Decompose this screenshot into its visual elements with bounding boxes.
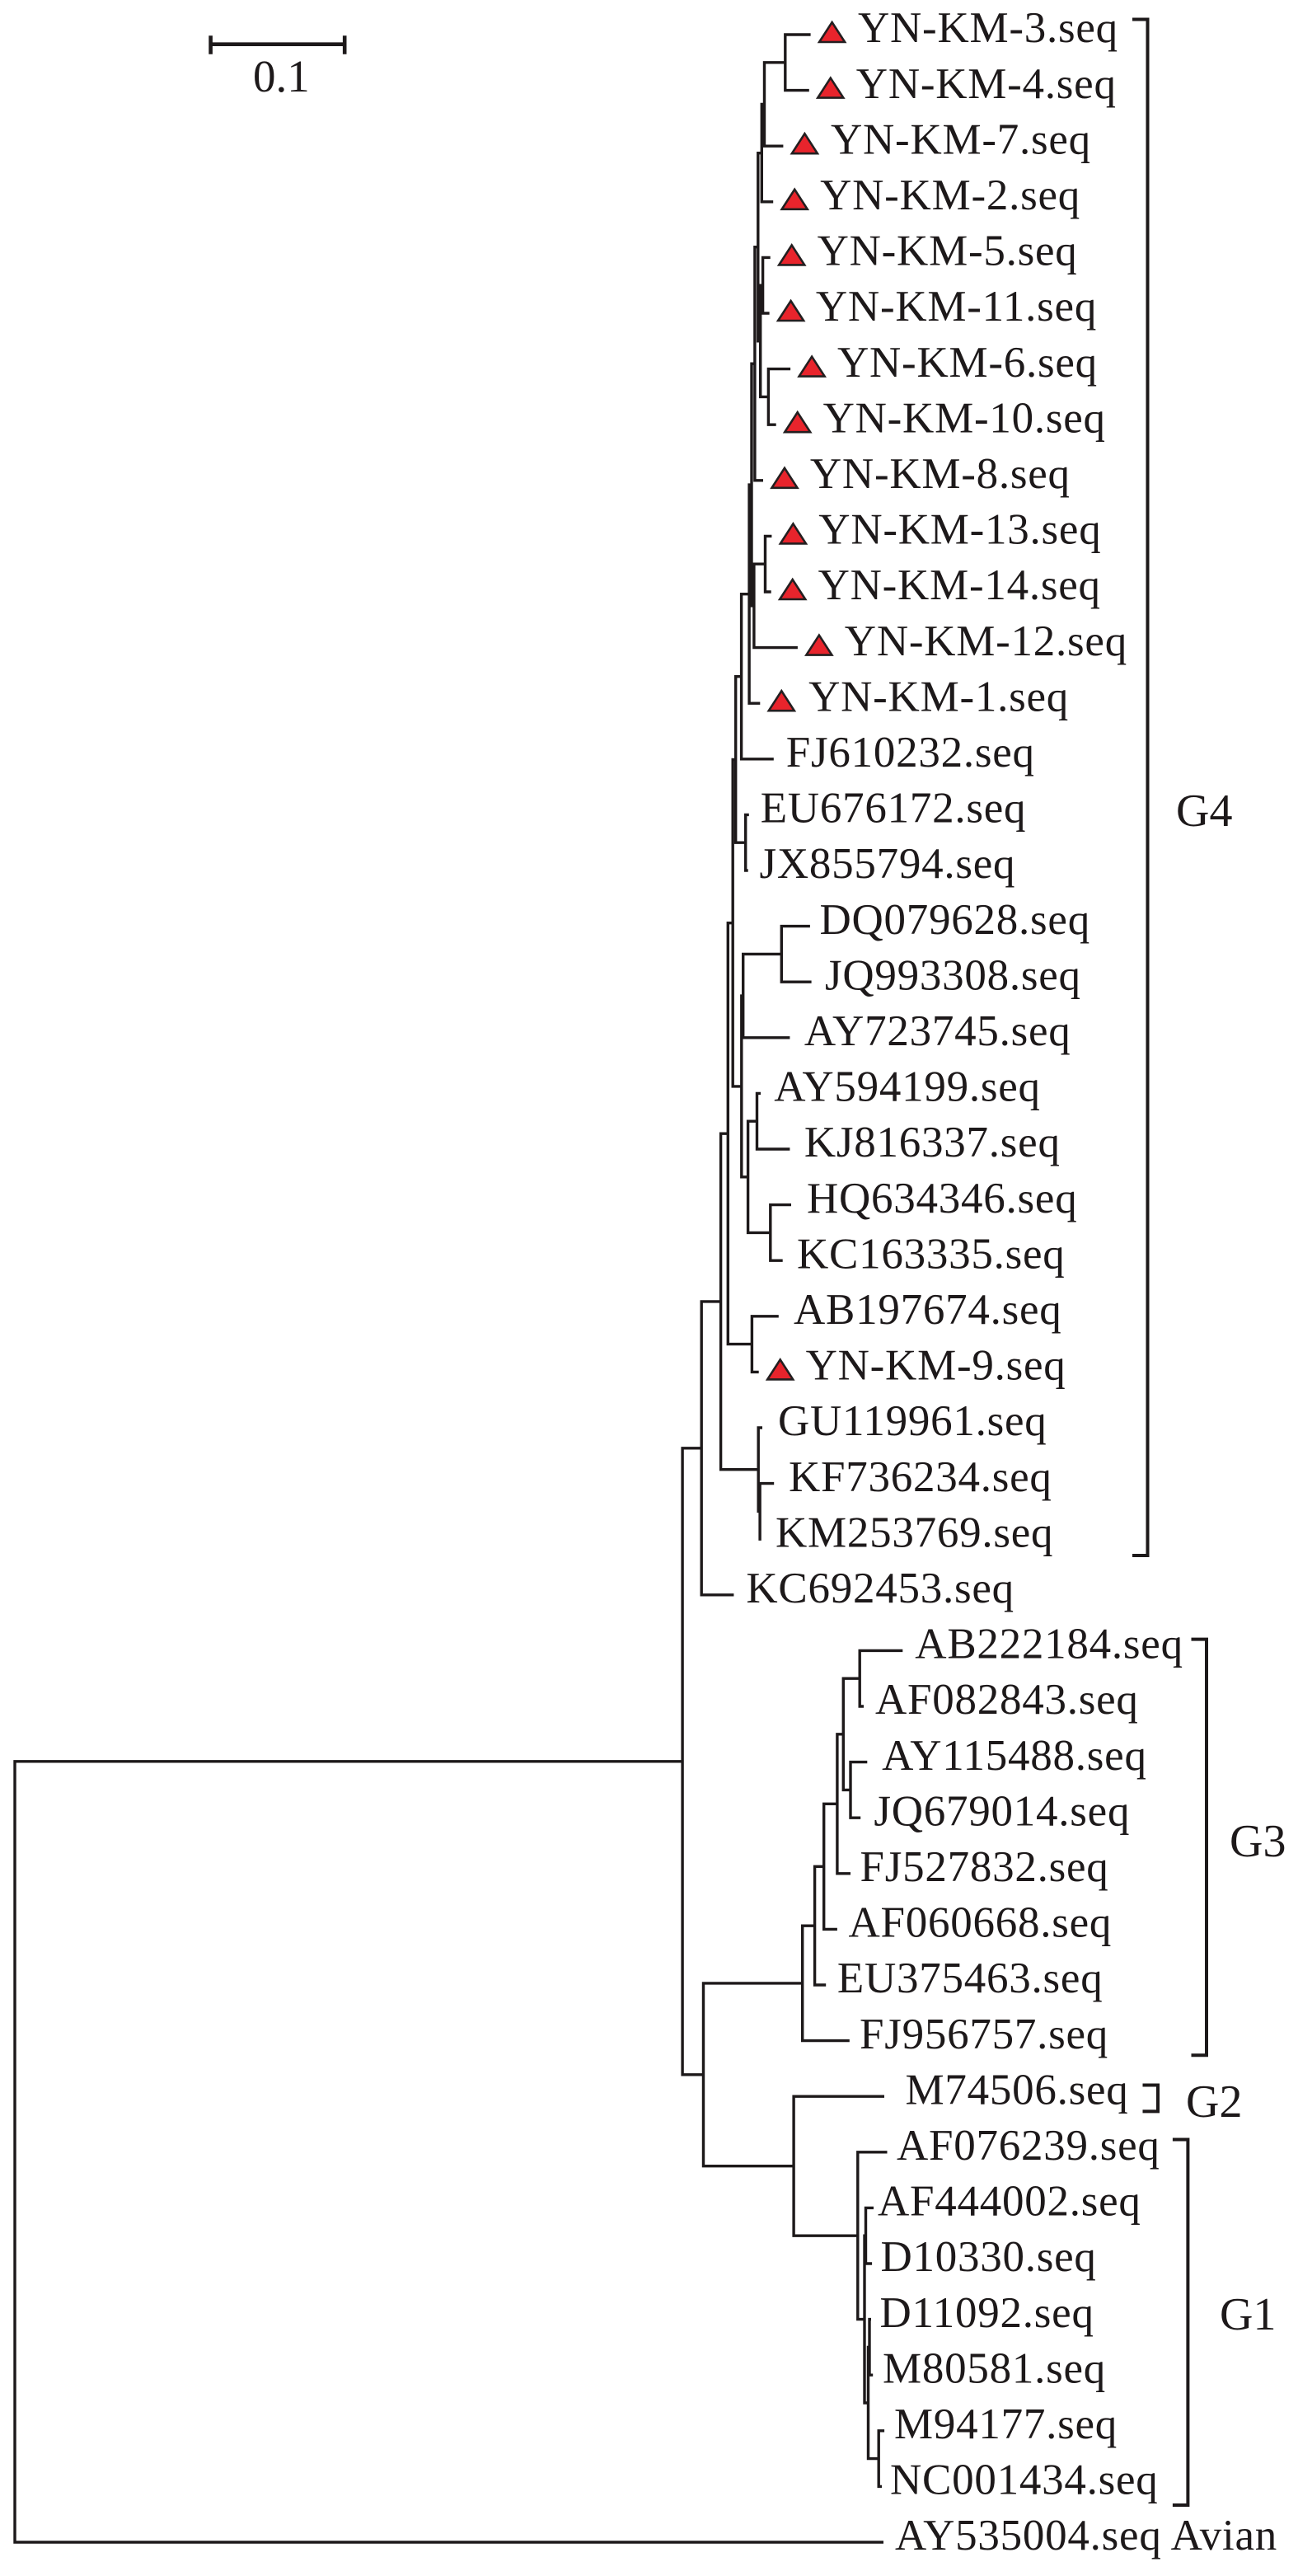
svg-text:FJ956757.seq: FJ956757.seq — [860, 2011, 1108, 2058]
svg-text:DQ079628.seq: DQ079628.seq — [820, 896, 1090, 944]
svg-text:YN-KM-12.seq: YN-KM-12.seq — [845, 617, 1127, 665]
svg-text:NC001434.seq: NC001434.seq — [890, 2456, 1159, 2504]
svg-text:G4: G4 — [1176, 786, 1232, 837]
svg-text:M80581.seq: M80581.seq — [883, 2344, 1106, 2392]
svg-text:KC692453.seq: KC692453.seq — [746, 1565, 1015, 1612]
svg-text:KJ816337.seq: KJ816337.seq — [804, 1119, 1061, 1166]
svg-text:EU375463.seq: EU375463.seq — [837, 1954, 1104, 2002]
svg-text:D11092.seq: D11092.seq — [880, 2289, 1094, 2337]
svg-text:JQ679014.seq: JQ679014.seq — [874, 1787, 1130, 1835]
svg-text:YN-KM-8.seq: YN-KM-8.seq — [810, 450, 1071, 498]
svg-text:AY535004.seq Avian: AY535004.seq Avian — [895, 2512, 1277, 2560]
svg-text:YN-KM-2.seq: YN-KM-2.seq — [820, 171, 1080, 219]
svg-text:AB197674.seq: AB197674.seq — [794, 1286, 1062, 1334]
svg-text:GU119961.seq: GU119961.seq — [778, 1397, 1047, 1445]
svg-text:KM253769.seq: KM253769.seq — [776, 1509, 1053, 1556]
svg-text:G1: G1 — [1220, 2289, 1276, 2340]
svg-text:AF444002.seq: AF444002.seq — [878, 2178, 1141, 2226]
svg-text:YN-KM-5.seq: YN-KM-5.seq — [818, 228, 1078, 275]
svg-text:FJ610232.seq: FJ610232.seq — [786, 729, 1035, 777]
svg-text:M74506.seq: M74506.seq — [906, 2066, 1129, 2114]
svg-text:JX855794.seq: JX855794.seq — [760, 840, 1016, 888]
svg-text:YN-KM-7.seq: YN-KM-7.seq — [831, 115, 1091, 163]
svg-text:KF736234.seq: KF736234.seq — [789, 1453, 1052, 1501]
svg-text:JQ993308.seq: JQ993308.seq — [825, 951, 1081, 999]
svg-text:YN-KM-9.seq: YN-KM-9.seq — [806, 1342, 1066, 1390]
svg-text:YN-KM-4.seq: YN-KM-4.seq — [856, 60, 1117, 108]
svg-text:M94177.seq: M94177.seq — [894, 2400, 1118, 2448]
svg-text:YN-KM-14.seq: YN-KM-14.seq — [818, 561, 1101, 609]
svg-text:0.1: 0.1 — [253, 51, 310, 101]
svg-text:D10330.seq: D10330.seq — [881, 2233, 1097, 2281]
svg-text:AB222184.seq: AB222184.seq — [915, 1621, 1183, 1668]
svg-text:G2: G2 — [1186, 2076, 1242, 2128]
svg-text:HQ634346.seq: HQ634346.seq — [807, 1175, 1077, 1222]
svg-text:AF060668.seq: AF060668.seq — [849, 1899, 1113, 1947]
svg-text:AF076239.seq: AF076239.seq — [897, 2122, 1160, 2170]
svg-text:AF082843.seq: AF082843.seq — [875, 1676, 1139, 1724]
svg-text:YN-KM-10.seq: YN-KM-10.seq — [823, 394, 1106, 442]
svg-text:KC163335.seq: KC163335.seq — [797, 1230, 1066, 1278]
svg-text:YN-KM-13.seq: YN-KM-13.seq — [818, 506, 1101, 554]
svg-text:YN-KM-3.seq: YN-KM-3.seq — [858, 4, 1118, 52]
svg-text:G3: G3 — [1230, 1816, 1286, 1867]
svg-text:AY594199.seq: AY594199.seq — [774, 1063, 1041, 1111]
svg-text:EU676172.seq: EU676172.seq — [761, 785, 1027, 833]
svg-text:YN-KM-11.seq: YN-KM-11.seq — [816, 283, 1097, 331]
svg-text:YN-KM-6.seq: YN-KM-6.seq — [837, 339, 1098, 387]
svg-text:AY115488.seq: AY115488.seq — [882, 1732, 1147, 1780]
svg-text:FJ527832.seq: FJ527832.seq — [860, 1843, 1109, 1891]
svg-text:YN-KM-1.seq: YN-KM-1.seq — [808, 673, 1069, 720]
svg-text:AY723745.seq: AY723745.seq — [804, 1007, 1071, 1055]
